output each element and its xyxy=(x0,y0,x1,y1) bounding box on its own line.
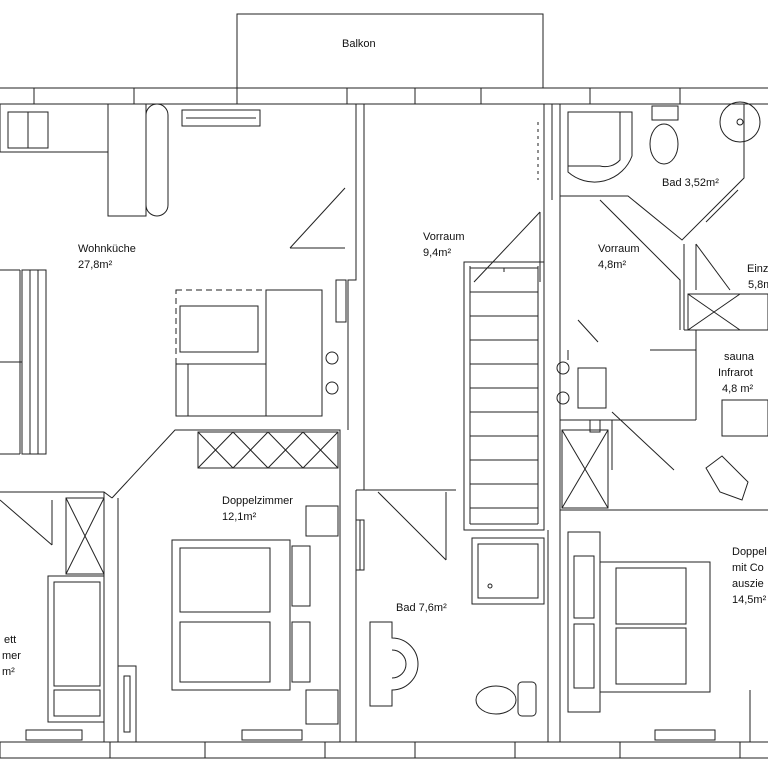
socket-2 xyxy=(325,381,339,395)
label-vorraum1-area: 9,4m² xyxy=(423,247,451,259)
label-sauna-infrarot: Infrarot xyxy=(718,367,753,379)
label-einzel-area: 5,8m xyxy=(748,279,768,291)
label-balkon: Balkon xyxy=(342,38,376,50)
label-left-room-1: ett xyxy=(4,634,16,646)
label-left-room-area: m² xyxy=(2,666,15,678)
label-doppelzimmer: Doppelzimmer xyxy=(222,495,293,507)
label-wohnkueche-area: 27,8m² xyxy=(78,259,113,271)
bath-large xyxy=(355,490,549,742)
left-room-fixtures xyxy=(0,497,137,743)
vorraum2-walls xyxy=(556,196,697,471)
left-room-top-wall xyxy=(0,491,113,499)
label-doppelzimmer-area: 12,1m² xyxy=(222,511,257,523)
label-bad-small: Bad 3,52m² xyxy=(662,177,719,189)
balcony-outline xyxy=(236,13,544,89)
top-exterior-wall xyxy=(0,87,768,105)
label-wohnkueche: Wohnküche xyxy=(78,243,136,255)
radiator-doppelzimmer xyxy=(241,729,303,741)
socket-1 xyxy=(325,351,339,365)
kitchen-counter xyxy=(0,103,169,217)
einzel-sauna xyxy=(683,243,768,501)
label-doppel-right-2: mit Co xyxy=(732,562,764,574)
doppelzimmer-walls xyxy=(103,429,341,742)
label-bad-large: Bad 7,6m² xyxy=(396,602,447,614)
label-doppel-right-area: 14,5m² xyxy=(732,594,767,606)
kitchen-door xyxy=(289,187,346,249)
doppel-right xyxy=(559,419,768,742)
label-vorraum1: Vorraum xyxy=(423,231,465,243)
label-einzel: Einz xyxy=(747,263,768,275)
radiator-right xyxy=(654,729,716,741)
label-vorraum2-area: 4,8m² xyxy=(598,259,626,271)
bottom-exterior-wall xyxy=(0,741,768,759)
dining-table xyxy=(0,269,47,455)
staircase xyxy=(463,261,545,531)
label-doppel-right-1: Doppel xyxy=(732,546,767,558)
label-doppel-right-3: auszie xyxy=(732,578,764,590)
bath-small xyxy=(559,101,761,241)
label-sauna-area: 4,8 m² xyxy=(722,383,754,395)
label-sauna: sauna xyxy=(724,351,755,363)
radiator-left xyxy=(25,729,83,741)
kitchen-right-wall xyxy=(347,104,357,430)
radiator-kitchen xyxy=(335,279,347,323)
radiator-top xyxy=(181,109,261,127)
vorraum1-walls xyxy=(356,104,553,530)
label-left-room-2: mer xyxy=(2,650,21,662)
double-bed xyxy=(171,505,339,725)
label-vorraum2: Vorraum xyxy=(598,243,640,255)
sofa xyxy=(175,289,323,417)
wardrobe xyxy=(197,431,339,469)
